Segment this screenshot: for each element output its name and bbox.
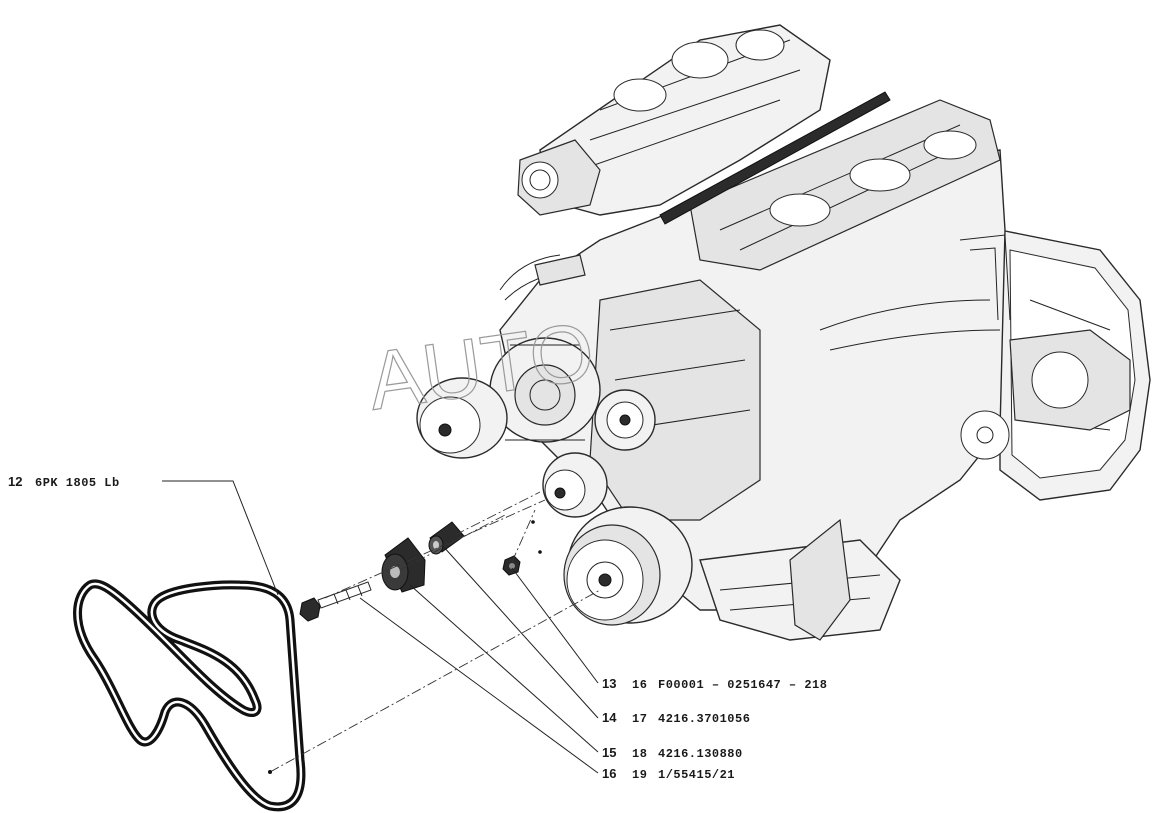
callout-13-number: 13	[602, 676, 616, 691]
callout-16: 16 19 1/55415/21	[602, 766, 735, 782]
callout-15: 15 18 4216.130880	[602, 745, 743, 761]
part-13-nut	[502, 555, 521, 576]
callout-15-qty: 18	[632, 747, 647, 761]
assembly-axes	[268, 491, 601, 774]
part-16-bolt	[299, 581, 372, 622]
callout-12-number: 12	[8, 474, 22, 489]
callout-14: 14 17 4216.3701056	[602, 710, 750, 726]
part-15-roller	[381, 537, 426, 593]
callout-14-number: 14	[602, 710, 617, 725]
engine-assembly	[416, 24, 1151, 641]
leader-lines	[162, 480, 599, 774]
callout-13-qty: 16	[632, 678, 647, 692]
part-12-belt	[73, 579, 306, 812]
callout-13: 13 16 F00001 – 0251647 – 218	[602, 676, 827, 692]
callout-14-qty: 17	[632, 712, 647, 726]
callout-16-part: 1/55415/21	[658, 768, 735, 782]
callout-14-part: 4216.3701056	[658, 712, 750, 726]
callout-13-part: F00001 – 0251647 – 218	[658, 678, 827, 692]
callout-12: 12 6PK 1805 Lb	[8, 474, 120, 490]
callout-15-number: 15	[602, 745, 616, 760]
callout-12-part: 6PK 1805 Lb	[35, 476, 120, 490]
callout-16-number: 16	[602, 766, 616, 781]
callout-16-qty: 19	[632, 768, 647, 782]
callout-15-part: 4216.130880	[658, 747, 743, 761]
